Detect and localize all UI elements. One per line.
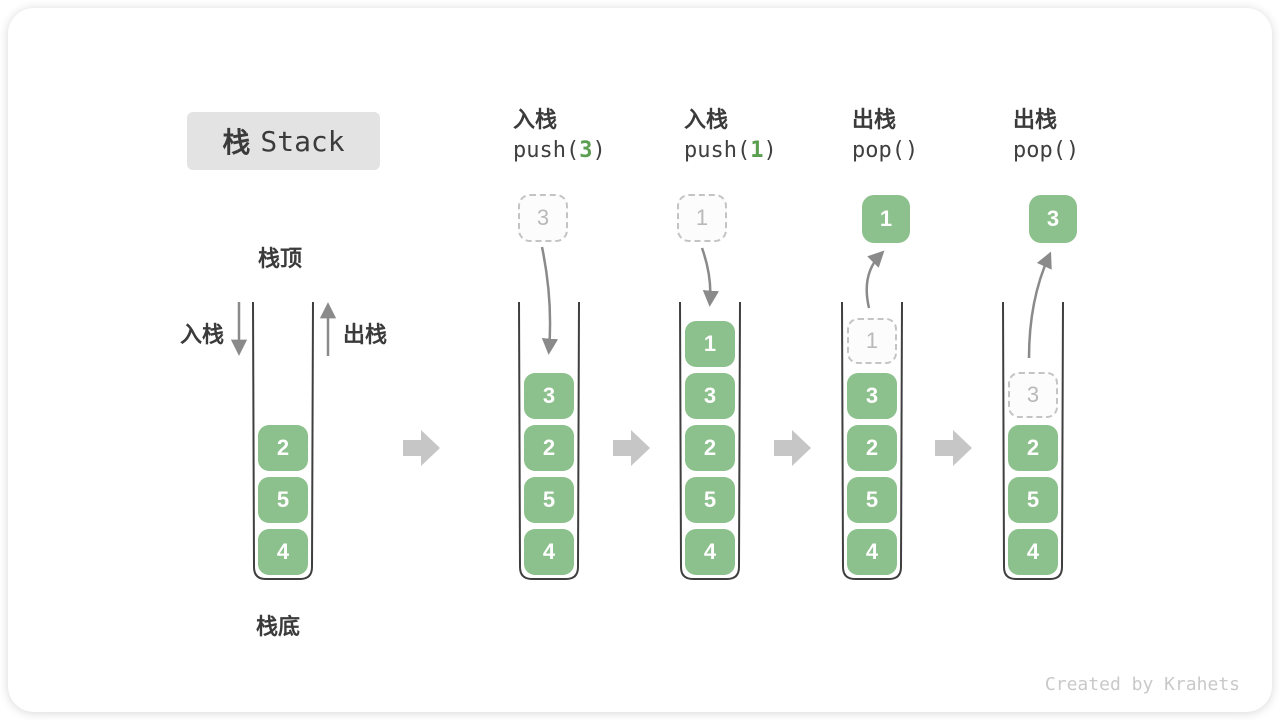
title-zh: 栈 (222, 127, 251, 158)
push-1-arrow (700, 247, 719, 307)
code-pre: pop( (1013, 138, 1066, 163)
push-label: 入栈 (180, 322, 225, 347)
stack-container-3 (679, 301, 741, 580)
pop-label: 出栈 (343, 322, 388, 347)
stack-containers (252, 301, 1064, 580)
stack2-cell: 4 (524, 529, 574, 575)
step-arrows (403, 430, 972, 466)
code-post: ) (1065, 138, 1080, 163)
popped-value-box: 1 (862, 195, 910, 243)
code-pre: push( (684, 138, 751, 163)
code-arg: 1 (750, 138, 764, 163)
pop-3-arrow (1027, 251, 1052, 359)
stack-container-1 (252, 301, 314, 580)
code-post: ) (904, 138, 919, 163)
step-arrow-2 (613, 430, 650, 466)
header-label: 入栈 (684, 107, 729, 132)
code-pre: push( (513, 138, 580, 163)
title-en: Stack (260, 124, 345, 158)
stack2-cell: 2 (524, 425, 574, 471)
code-post: ) (763, 138, 777, 163)
header-label: 入栈 (513, 107, 558, 132)
stack-top-label: 栈顶 (258, 246, 303, 271)
code-arg: 3 (579, 138, 593, 163)
stack4-cell: 2 (847, 425, 897, 471)
stack2-cell: 3 (524, 373, 574, 419)
column-header-push-3: 入栈 push(3) (513, 106, 606, 168)
stack-bottom-label: 栈底 (256, 614, 301, 639)
pop-1-arrow (865, 250, 885, 309)
column-header-pop-2: 出栈 pop() (1013, 106, 1079, 168)
stack4-cell: 5 (847, 477, 897, 523)
column-header-pop-1: 出栈 pop() (852, 106, 918, 168)
stack1-cell: 2 (258, 425, 308, 471)
direction-arrows (230, 302, 337, 356)
header-code: push(1) (684, 134, 777, 168)
stack5-cell: 5 (1008, 477, 1058, 523)
code-pre: pop( (852, 138, 905, 163)
stack3-cell: 5 (685, 477, 735, 523)
stack3-cell: 4 (685, 529, 735, 575)
push-3-arrow (540, 246, 559, 355)
stack3-cell: 2 (685, 425, 735, 471)
step-arrow-1 (403, 430, 440, 466)
motion-arrows (540, 246, 1052, 359)
popped-ghost-slot: 3 (1008, 372, 1058, 418)
stack-container-5 (1002, 301, 1064, 580)
stack5-cell: 4 (1008, 529, 1058, 575)
stack5-cell: 2 (1008, 425, 1058, 471)
popped-ghost-slot: 1 (847, 318, 897, 364)
stack4-cell: 4 (847, 529, 897, 575)
column-header-push-1: 入栈 push(1) (684, 106, 777, 168)
code-post: ) (592, 138, 606, 163)
incoming-value-box: 1 (677, 194, 727, 242)
stack1-cell: 4 (258, 529, 308, 575)
header-code: pop() (852, 134, 918, 168)
stack2-cell: 5 (524, 477, 574, 523)
header-label: 出栈 (1013, 107, 1058, 132)
stack1-cell: 5 (258, 477, 308, 523)
stack3-cell: 3 (685, 373, 735, 419)
diagram-title: 栈 Stack (187, 112, 380, 170)
stack3-cell: 1 (685, 321, 735, 367)
header-label: 出栈 (852, 107, 897, 132)
stack-container-2 (518, 301, 580, 580)
credit-text: Created by Krahets (1044, 674, 1240, 695)
incoming-value-box: 3 (518, 194, 568, 242)
popped-value-box: 3 (1029, 195, 1077, 243)
stack4-cell: 3 (847, 373, 897, 419)
step-arrow-3 (774, 430, 811, 466)
header-code: push(3) (513, 134, 606, 168)
stack-container-4 (841, 301, 903, 580)
header-code: pop() (1013, 134, 1079, 168)
step-arrow-4 (935, 430, 972, 466)
